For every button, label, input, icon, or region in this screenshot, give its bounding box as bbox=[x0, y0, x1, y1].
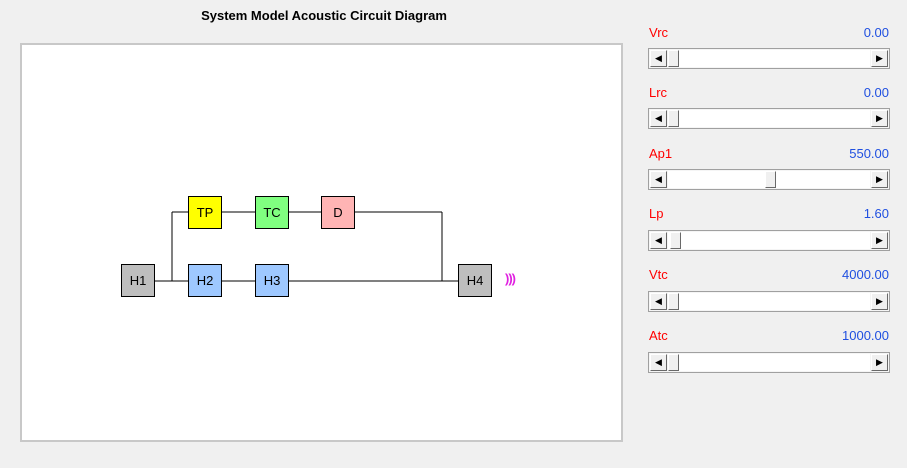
scroll-thumb[interactable] bbox=[668, 354, 679, 371]
scroll-track[interactable] bbox=[668, 232, 870, 249]
arrow-left-icon: ◀ bbox=[655, 53, 662, 63]
node-h4: H4 bbox=[458, 264, 492, 297]
circuit-canvas: H1 TP TC D H2 H3 H4 ))) bbox=[20, 43, 623, 442]
scroll-left-button[interactable]: ◀ bbox=[650, 232, 667, 249]
param-label: Vtc bbox=[649, 267, 668, 282]
param-value: 1.60 bbox=[863, 206, 889, 221]
scroll-thumb[interactable] bbox=[670, 232, 681, 249]
param-label: Ap1 bbox=[649, 146, 673, 161]
node-d: D bbox=[321, 196, 355, 229]
scroll-left-button[interactable]: ◀ bbox=[650, 50, 667, 67]
scroll-left-button[interactable]: ◀ bbox=[650, 171, 667, 188]
scroll-track[interactable] bbox=[668, 50, 870, 67]
param-value: 4000.00 bbox=[842, 267, 889, 282]
scroll-thumb[interactable] bbox=[668, 50, 679, 67]
scroll-thumb[interactable] bbox=[765, 171, 776, 188]
param-value: 0.00 bbox=[863, 85, 889, 100]
arrow-left-icon: ◀ bbox=[655, 235, 662, 245]
diagram-title: System Model Acoustic Circuit Diagram bbox=[201, 8, 447, 23]
scroll-right-button[interactable]: ▶ bbox=[871, 354, 888, 371]
param-value: 550.00 bbox=[849, 146, 889, 161]
param-scrollbar-vrc[interactable]: ◀ ▶ bbox=[648, 48, 890, 69]
arrow-left-icon: ◀ bbox=[655, 113, 662, 123]
scroll-right-button[interactable]: ▶ bbox=[871, 110, 888, 127]
scroll-left-button[interactable]: ◀ bbox=[650, 354, 667, 371]
param-scrollbar-lrc[interactable]: ◀ ▶ bbox=[648, 108, 890, 129]
param-label: Lrc bbox=[649, 85, 668, 100]
param-label: Vrc bbox=[649, 25, 669, 40]
param-label: Atc bbox=[649, 328, 668, 343]
scroll-track[interactable] bbox=[668, 171, 870, 188]
arrow-right-icon: ▶ bbox=[876, 113, 883, 123]
arrow-left-icon: ◀ bbox=[655, 174, 662, 184]
arrow-right-icon: ▶ bbox=[876, 296, 883, 306]
scroll-track[interactable] bbox=[668, 110, 870, 127]
param-value: 1000.00 bbox=[842, 328, 889, 343]
param-scrollbar-vtc[interactable]: ◀ ▶ bbox=[648, 291, 890, 312]
circuit-wires bbox=[154, 211, 458, 282]
node-h1: H1 bbox=[121, 264, 155, 297]
sound-wave-icon: ))) bbox=[505, 271, 516, 286]
arrow-right-icon: ▶ bbox=[876, 357, 883, 367]
param-value: 0.00 bbox=[863, 25, 889, 40]
arrow-right-icon: ▶ bbox=[876, 174, 883, 184]
scroll-right-button[interactable]: ▶ bbox=[871, 232, 888, 249]
scroll-right-button[interactable]: ▶ bbox=[871, 50, 888, 67]
scroll-right-button[interactable]: ▶ bbox=[871, 171, 888, 188]
scroll-right-button[interactable]: ▶ bbox=[871, 293, 888, 310]
scroll-thumb[interactable] bbox=[668, 293, 679, 310]
scroll-track[interactable] bbox=[668, 293, 870, 310]
node-tp: TP bbox=[188, 196, 222, 229]
node-h3: H3 bbox=[255, 264, 289, 297]
param-scrollbar-ap1[interactable]: ◀ ▶ bbox=[648, 169, 890, 190]
scroll-left-button[interactable]: ◀ bbox=[650, 293, 667, 310]
node-tc: TC bbox=[255, 196, 289, 229]
arrow-left-icon: ◀ bbox=[655, 357, 662, 367]
scroll-left-button[interactable]: ◀ bbox=[650, 110, 667, 127]
param-label: Lp bbox=[649, 206, 664, 221]
arrow-left-icon: ◀ bbox=[655, 296, 662, 306]
node-h2: H2 bbox=[188, 264, 222, 297]
param-scrollbar-atc[interactable]: ◀ ▶ bbox=[648, 352, 890, 373]
arrow-right-icon: ▶ bbox=[876, 235, 883, 245]
arrow-right-icon: ▶ bbox=[876, 53, 883, 63]
scroll-thumb[interactable] bbox=[668, 110, 679, 127]
scroll-track[interactable] bbox=[668, 354, 870, 371]
param-scrollbar-lp[interactable]: ◀ ▶ bbox=[648, 230, 890, 251]
